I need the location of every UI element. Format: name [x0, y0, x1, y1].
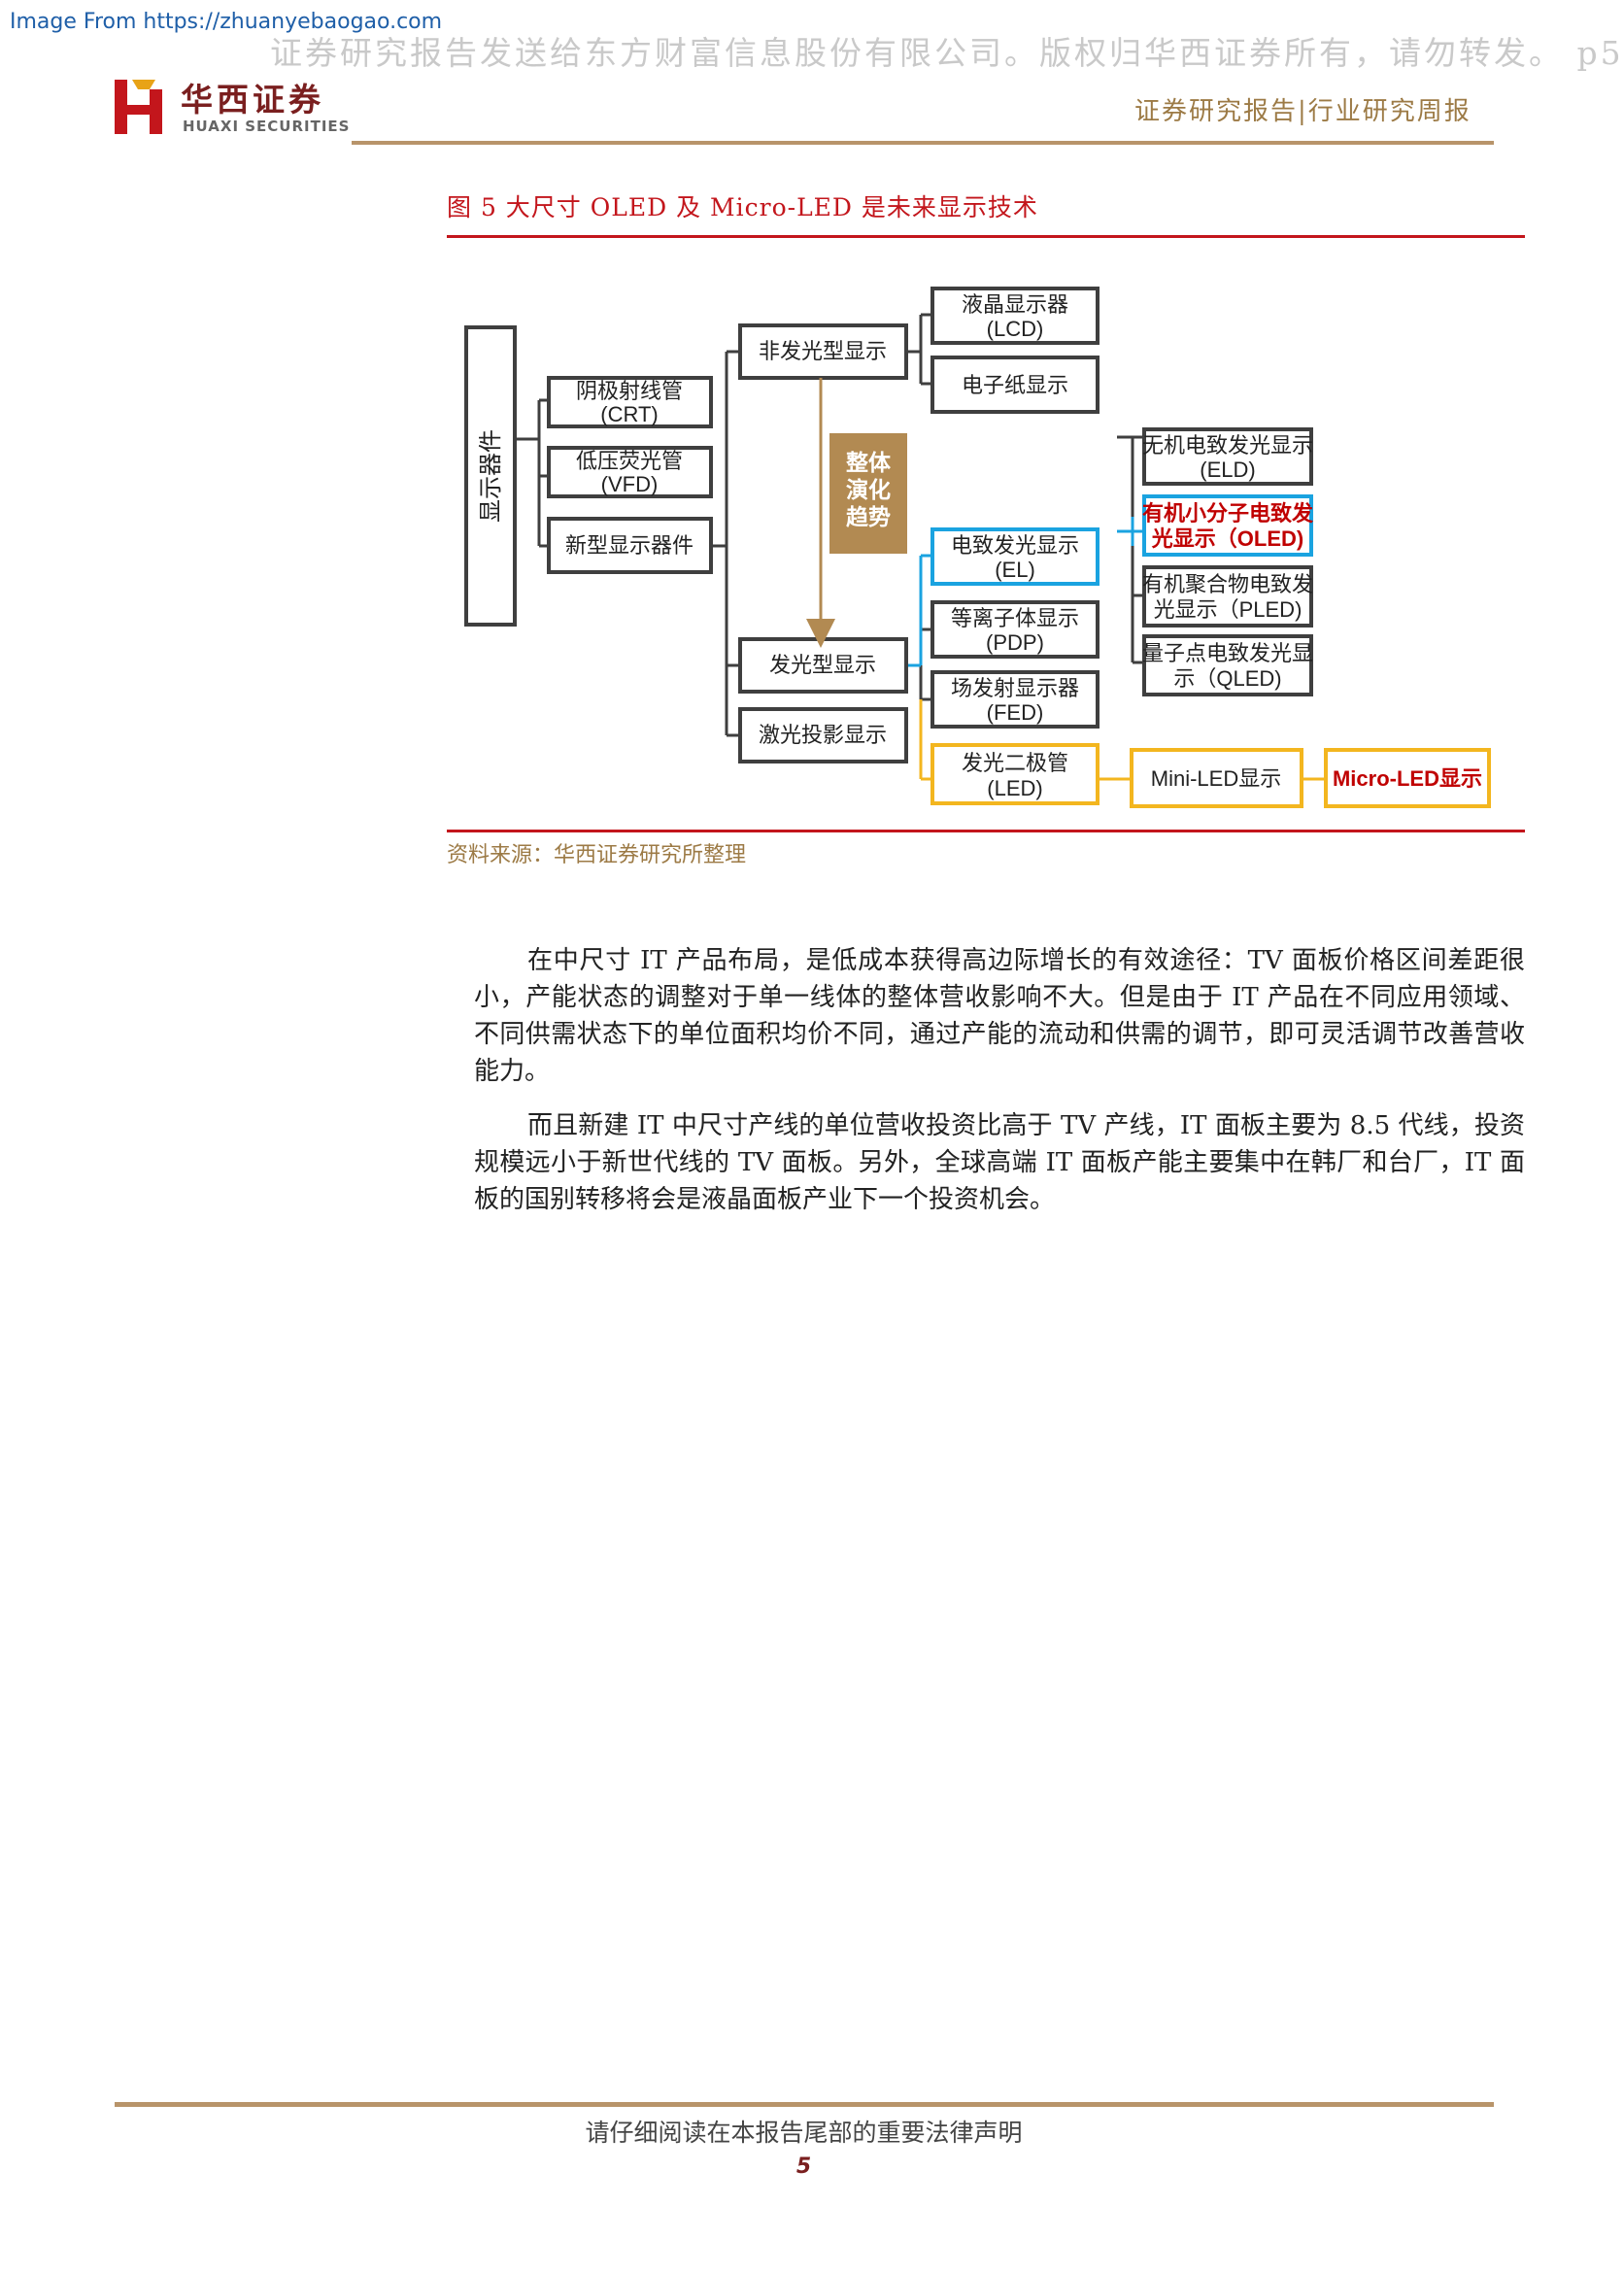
node-vfd-2: (VFD) [601, 472, 659, 496]
node-eld-1: 无机电致发光显示 [1142, 433, 1313, 458]
node-lcd-2: (LCD) [987, 317, 1044, 341]
node-fed-1: 场发射显示器 [951, 676, 1079, 700]
node-el-2: (EL) [995, 558, 1035, 582]
node-qled-1: 量子点电致发光显 [1142, 641, 1313, 665]
node-fed-2: (FED) [987, 700, 1044, 725]
node-led-1: 发光二极管 [962, 751, 1068, 775]
node-crt-2: (CRT) [600, 402, 658, 426]
logo-name-cn: 华西证券 [181, 81, 324, 119]
node-vfd-1: 低压荧光管 [576, 449, 683, 473]
node-pdp-1: 等离子体显示 [951, 606, 1079, 630]
node-el-1: 电致发光显示 [951, 533, 1079, 558]
legal-note: 请仔细阅读在本报告尾部的重要法律声明 [585, 2119, 1023, 2147]
node-root: 显示器件 [478, 429, 504, 523]
report-type-label: 证券研究报告|行业研究周报 [1134, 97, 1472, 126]
header-divider [352, 141, 1494, 145]
node-crt-1: 阴极射线管 [576, 379, 683, 403]
figure-top-rule [447, 235, 1525, 238]
source-url-label: Image From https://zhuanyebaogao.com [10, 10, 443, 34]
node-laser: 激光投影显示 [759, 723, 887, 747]
node-emissive: 发光型显示 [769, 653, 876, 677]
node-qled-2: 示（QLED) [1173, 666, 1281, 691]
node-epaper: 电子纸显示 [962, 373, 1068, 397]
footer-divider [115, 2102, 1494, 2107]
node-oled-1: 有机小分子电致发 [1142, 501, 1314, 526]
node-eld-2: (ELD) [1200, 458, 1255, 482]
display-tech-tree-diagram: 显示器件 阴极射线管 (CRT) 低压荧光管 (VFD) 新型显示器件 非发光型… [464, 287, 1491, 808]
node-pled-2: 光显示（PLED) [1154, 597, 1303, 622]
trend-label-1: 整体 [846, 450, 892, 475]
logo-name-en: HUAXI SECURITIES [183, 118, 351, 135]
node-led-2: (LED) [987, 776, 1042, 800]
huaxi-logo-icon [115, 80, 162, 134]
node-lcd-1: 液晶显示器 [962, 292, 1068, 317]
node-oled-2: 光显示（OLED) [1151, 526, 1303, 551]
trend-label-2: 演化 [846, 477, 891, 502]
body-paragraph-1: 在中尺寸 IT 产品布局，是低成本获得高边际增长的有效途径：TV 面板价格区间差… [474, 946, 1525, 1086]
body-paragraph-2: 而且新建 IT 中尺寸产线的单位营收投资比高于 TV 产线，IT 面板主要为 8… [474, 1111, 1525, 1214]
figure-title: 图 5 大尺寸 OLED 及 Micro-LED 是未来显示技术 [447, 193, 1038, 221]
node-mini-led: Mini-LED显示 [1151, 766, 1281, 791]
node-pled-1: 有机聚合物电致发 [1142, 572, 1313, 596]
node-micro-led: Micro-LED显示 [1333, 766, 1482, 791]
trend-label-3: 趋势 [846, 504, 891, 529]
node-non-emissive: 非发光型显示 [759, 339, 887, 363]
figure-source: 资料来源：华西证券研究所整理 [447, 843, 747, 867]
watermark: 证券研究报告发送给东方财富信息股份有限公司。版权归华西证券所有，请勿转发。 p5 [270, 34, 1624, 72]
page-number: 5 [795, 2154, 812, 2179]
node-pdp-2: (PDP) [986, 630, 1044, 655]
figure-bottom-rule [447, 830, 1525, 832]
node-new-display: 新型显示器件 [565, 533, 694, 558]
